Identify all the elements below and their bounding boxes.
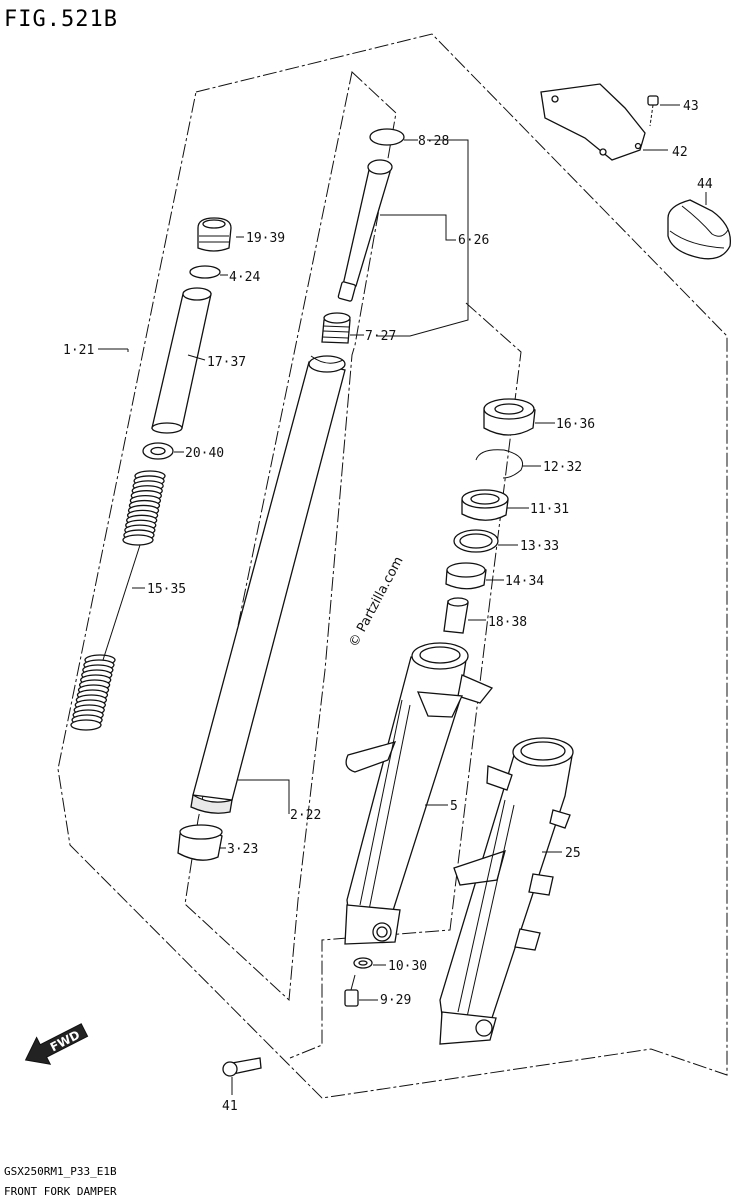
axle-bolt-part-41: [222, 1057, 262, 1077]
oil-lock-piece-part-18: [443, 597, 469, 634]
inner-tube-part-2: [190, 355, 346, 814]
bracket-part-42: [540, 83, 646, 161]
o-ring-part-4: [189, 265, 221, 279]
outer-tube-part-5: [344, 642, 494, 945]
label-part-20: 20·40: [185, 446, 224, 461]
label-part-3: 3·23: [227, 842, 258, 857]
label-part-16: 16·36: [556, 417, 595, 432]
label-part-44: 44: [697, 177, 713, 192]
spring-coil: [70, 719, 102, 731]
label-part-7: 7·27: [365, 329, 396, 344]
label-part-11: 11·31: [530, 502, 569, 517]
label-part-2: 2·22: [290, 808, 321, 823]
spacer-part-17: [151, 287, 212, 434]
label-part-25: 25: [565, 846, 581, 861]
stopper-ring-part-12: [475, 449, 524, 479]
label-part-15: 15·35: [147, 582, 186, 597]
gasket-part-10: [353, 957, 373, 969]
label-part-6: 6·26: [458, 233, 489, 248]
rebound-spring-part-7: [321, 312, 351, 344]
figure-title: FIG.521B: [4, 7, 118, 32]
guide-bushing-part-14: [445, 562, 487, 590]
bolt-part-9: [344, 974, 359, 1007]
cap-part-44: [667, 199, 732, 260]
label-part-4: 4·24: [229, 270, 260, 285]
outer-tube-part-25: [439, 737, 574, 1045]
label-part-19: 19·39: [246, 231, 285, 246]
figure-caption: FRONT FORK DAMPER: [4, 1185, 117, 1198]
dust-seal-part-16: [483, 398, 536, 436]
label-part-43: 43: [683, 99, 699, 114]
cap-bolt-part-19: [197, 217, 232, 252]
spring-part-15: [70, 470, 166, 731]
assembly-boundary: [57, 33, 728, 1099]
bushing-part-3: [177, 824, 223, 861]
inner-tube-boundary: [184, 71, 397, 1002]
label-part-12: 12·32: [543, 460, 582, 475]
model-code: GSX250RM1_P33_E1B: [4, 1165, 117, 1178]
leader-lines: [98, 104, 707, 1095]
part-labels: 1·21 2·22 3·23 4·24 5 6·26 7·27 8·28 9·2…: [63, 99, 713, 1114]
label-part-42: 42: [672, 145, 688, 160]
piston-rod-part-6: [337, 159, 393, 302]
label-part-41: 41: [222, 1099, 238, 1114]
spring-coil: [122, 534, 154, 546]
label-part-18: 18·38: [488, 615, 527, 630]
washer-part-20: [142, 442, 174, 460]
label-part-17: 17·37: [207, 355, 246, 370]
label-part-9: 9·29: [380, 993, 411, 1008]
label-part-13: 13·33: [520, 539, 559, 554]
oil-seal-part-11: [461, 489, 509, 521]
label-part-8: 8·28: [418, 134, 449, 149]
label-part-1: 1·21: [63, 343, 94, 358]
label-part-5: 5: [450, 799, 458, 814]
label-part-14: 14·34: [505, 574, 544, 589]
fwd-arrow-icon: FWD: [24, 1023, 89, 1065]
ring-part-8: [369, 128, 405, 146]
label-part-10: 10·30: [388, 959, 427, 974]
watermark: © Partzilla.com: [346, 554, 406, 650]
bolt-part-43: [647, 95, 659, 127]
outer-tube-boundary: [289, 302, 522, 1059]
washer-part-13: [453, 529, 499, 553]
